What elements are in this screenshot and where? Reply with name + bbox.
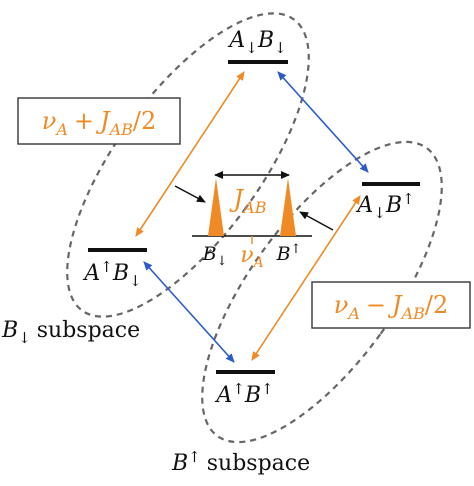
arrow-left-bottom-blue bbox=[143, 261, 235, 363]
spectrum-right-label: B↑ bbox=[276, 242, 302, 265]
minus-box bbox=[311, 281, 471, 329]
arrow-top-right-blue bbox=[277, 71, 369, 173]
label-left: A↑B↓ bbox=[82, 258, 141, 290]
pointer-arrow-left bbox=[174, 185, 206, 203]
b-down-subspace-label: B↓subspace bbox=[1, 318, 140, 347]
spectrum-left-label: B↓ bbox=[202, 243, 228, 269]
spectrum-peak-left bbox=[208, 178, 224, 236]
arrow-right-bottom-orange bbox=[251, 195, 361, 361]
label-bottom: A↑B↑ bbox=[214, 380, 273, 408]
pointer-arrow-right bbox=[299, 211, 334, 231]
spectrum-center-label: νA bbox=[240, 243, 264, 271]
spectrum-peak-right bbox=[280, 178, 296, 236]
b-up-subspace-label: B↑subspace bbox=[171, 448, 310, 476]
plus-box bbox=[17, 97, 181, 145]
arrow-top-left-orange bbox=[135, 71, 245, 237]
label-right: A↓B↑ bbox=[355, 190, 414, 222]
b-down-subspace-ellipse bbox=[66, 12, 310, 318]
plus-box-label: νA+JAB/2 bbox=[42, 107, 157, 139]
label-top: A↓B↓ bbox=[227, 28, 286, 57]
j-label: JAB bbox=[229, 185, 267, 217]
